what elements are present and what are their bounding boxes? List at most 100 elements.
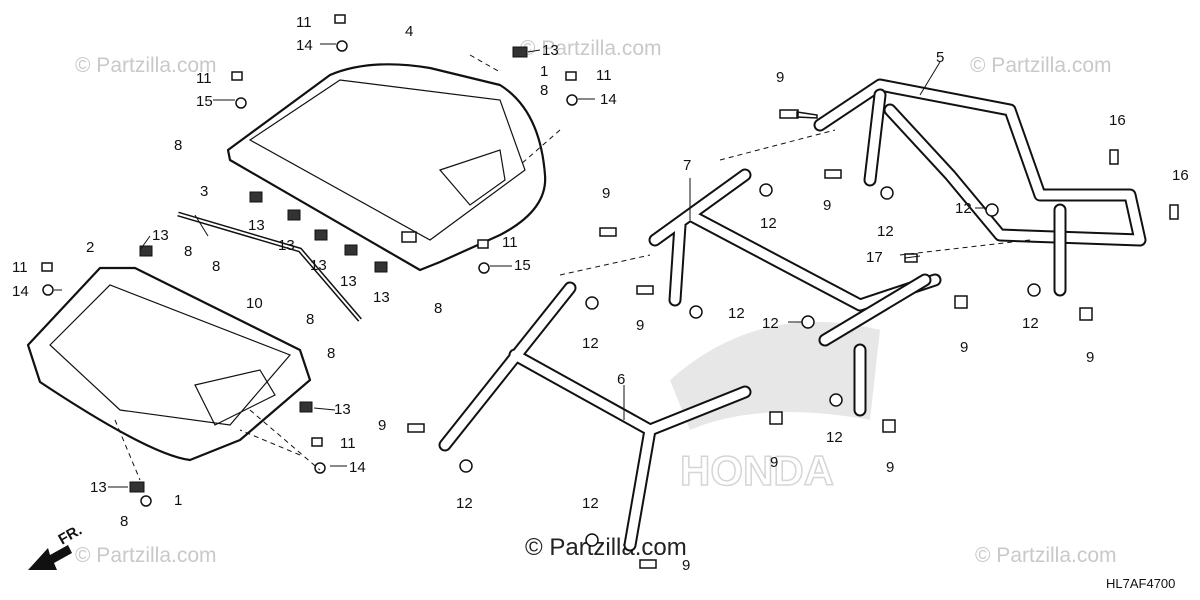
hardware <box>41 14 1179 569</box>
frame-leg-inner <box>820 275 930 415</box>
bolt-icon <box>882 419 896 433</box>
washer-icon <box>235 97 247 109</box>
screw-icon <box>565 71 577 81</box>
callout: 12 <box>1022 315 1039 332</box>
clip-nut-icon <box>129 481 145 493</box>
bolt-icon <box>779 109 818 119</box>
bolt-icon <box>1079 307 1093 321</box>
part-5-rear-frame <box>813 78 1147 297</box>
callout: 2 <box>86 239 94 256</box>
part-2-front-panel <box>26 266 312 462</box>
clip-nut-icon <box>374 261 388 273</box>
washer-icon <box>566 94 578 106</box>
callout: 16 <box>1172 167 1189 184</box>
seal-strip-inner <box>177 213 361 321</box>
nut-icon <box>1027 283 1041 297</box>
washer-icon <box>478 262 490 274</box>
callout: 13 <box>152 227 169 244</box>
callout: 16 <box>1109 112 1126 129</box>
watermark: © Partzilla.com <box>520 37 662 60</box>
callout: 8 <box>306 311 314 328</box>
clip-nut-icon <box>249 191 263 203</box>
callout: 12 <box>456 495 473 512</box>
frame-tube-inner <box>440 283 750 550</box>
watermarks: © Partzilla.com © Partzilla.com © Partzi… <box>75 37 1117 567</box>
callout: 13 <box>310 257 327 274</box>
callout: 12 <box>762 315 779 332</box>
callout: 12 <box>826 429 843 446</box>
watermark-main: © Partzilla.com <box>525 534 687 561</box>
callout: 9 <box>378 417 386 434</box>
clip-nut-icon <box>287 209 301 221</box>
callout: 14 <box>12 283 29 300</box>
callout: 15 <box>196 93 213 110</box>
bolt-icon <box>954 295 968 309</box>
callout: 13 <box>542 42 559 59</box>
washer-icon <box>314 462 326 474</box>
callout: 6 <box>617 371 625 388</box>
leaders <box>54 43 1031 488</box>
callout: 12 <box>877 223 894 240</box>
honda-wordmark: HONDA <box>680 447 834 494</box>
washer-icon <box>140 495 152 507</box>
callout: 9 <box>960 339 968 356</box>
bolt-icon <box>1169 204 1179 220</box>
callout: 13 <box>248 217 265 234</box>
callout: 1 <box>174 492 182 509</box>
nut-icon <box>585 533 599 547</box>
callout: 11 <box>596 67 612 84</box>
callout: 9 <box>823 197 831 214</box>
watermark: © Partzilla.com <box>975 544 1117 567</box>
clip-nut-icon <box>139 245 153 257</box>
callout: 12 <box>582 335 599 352</box>
callout: 9 <box>682 557 690 574</box>
callout: 8 <box>120 513 128 530</box>
callout-numbers: 11 14 4 13 1 8 11 15 11 14 8 3 13 13 13 … <box>12 14 1189 574</box>
nut-icon <box>759 183 773 197</box>
callout: 8 <box>540 82 548 99</box>
bolt-icon <box>599 227 617 237</box>
callout: 12 <box>760 215 777 232</box>
watermark: © Partzilla.com <box>75 544 217 567</box>
callout: 9 <box>776 69 784 86</box>
callout: 8 <box>174 137 182 154</box>
callout: 8 <box>327 345 335 362</box>
panel-inner-line <box>49 284 292 426</box>
bolt-icon <box>769 411 783 425</box>
panel-recess <box>438 149 506 206</box>
bolt-icon <box>1109 149 1119 165</box>
frame-leg-inner <box>865 90 1065 295</box>
nut-icon <box>829 393 843 407</box>
callout: 12 <box>955 200 972 217</box>
callout: 11 <box>12 259 28 276</box>
callout: 8 <box>212 258 220 275</box>
clip-nut-icon <box>299 401 313 413</box>
screw-icon <box>231 71 243 81</box>
part-6-front-frame <box>438 281 752 552</box>
clip-nut-icon <box>512 46 528 58</box>
callout: 13 <box>334 401 351 418</box>
nut-icon <box>689 305 703 319</box>
bolt-icon <box>824 169 842 179</box>
callout: 5 <box>936 49 944 66</box>
callout: 11 <box>340 435 356 452</box>
callout: 13 <box>90 479 107 496</box>
callout: 7 <box>683 157 691 174</box>
callout: 14 <box>349 459 366 476</box>
nut-icon <box>880 186 894 200</box>
callout: 12 <box>728 305 745 322</box>
nut-icon <box>459 459 473 473</box>
screw-icon <box>41 262 53 272</box>
bolt-icon <box>639 559 657 569</box>
callout: 11 <box>502 234 518 251</box>
part-7-middle-frame <box>648 168 942 417</box>
clip-nut-icon <box>344 244 358 256</box>
callout: 9 <box>886 459 894 476</box>
washer-icon <box>336 40 348 52</box>
watermark: © Partzilla.com <box>970 54 1112 77</box>
screw-icon <box>334 14 346 24</box>
frame-tube-inner <box>815 80 1145 245</box>
callout: 13 <box>340 273 357 290</box>
callout: 11 <box>296 14 312 31</box>
